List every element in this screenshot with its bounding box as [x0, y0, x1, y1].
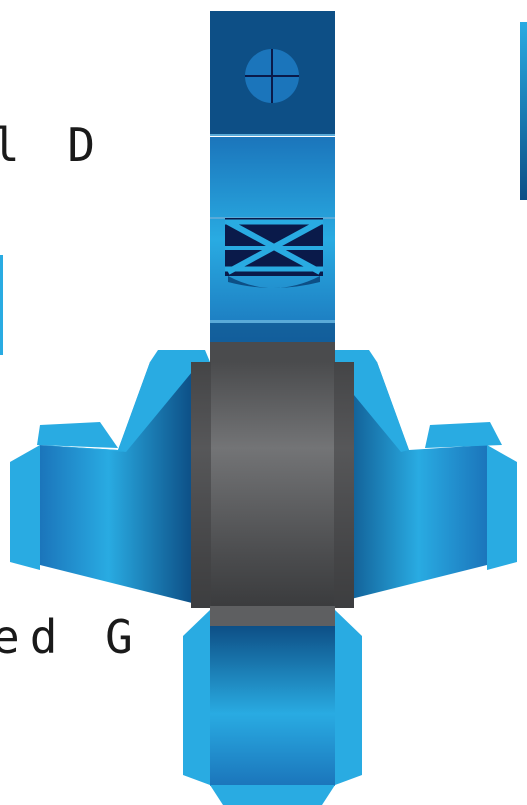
left-wing [10, 350, 210, 603]
right-wing [317, 350, 517, 603]
partial-label-bottom: ed G [0, 610, 143, 664]
crosshair-circle-icon [245, 49, 299, 103]
left-wing-tip [37, 422, 118, 448]
edge-panel-left [0, 255, 3, 355]
x-vent-icon [225, 218, 323, 288]
core-body [191, 342, 354, 628]
tail-module [183, 610, 362, 805]
edge-panel-right [520, 22, 527, 200]
partial-label-top: l D [0, 118, 106, 172]
